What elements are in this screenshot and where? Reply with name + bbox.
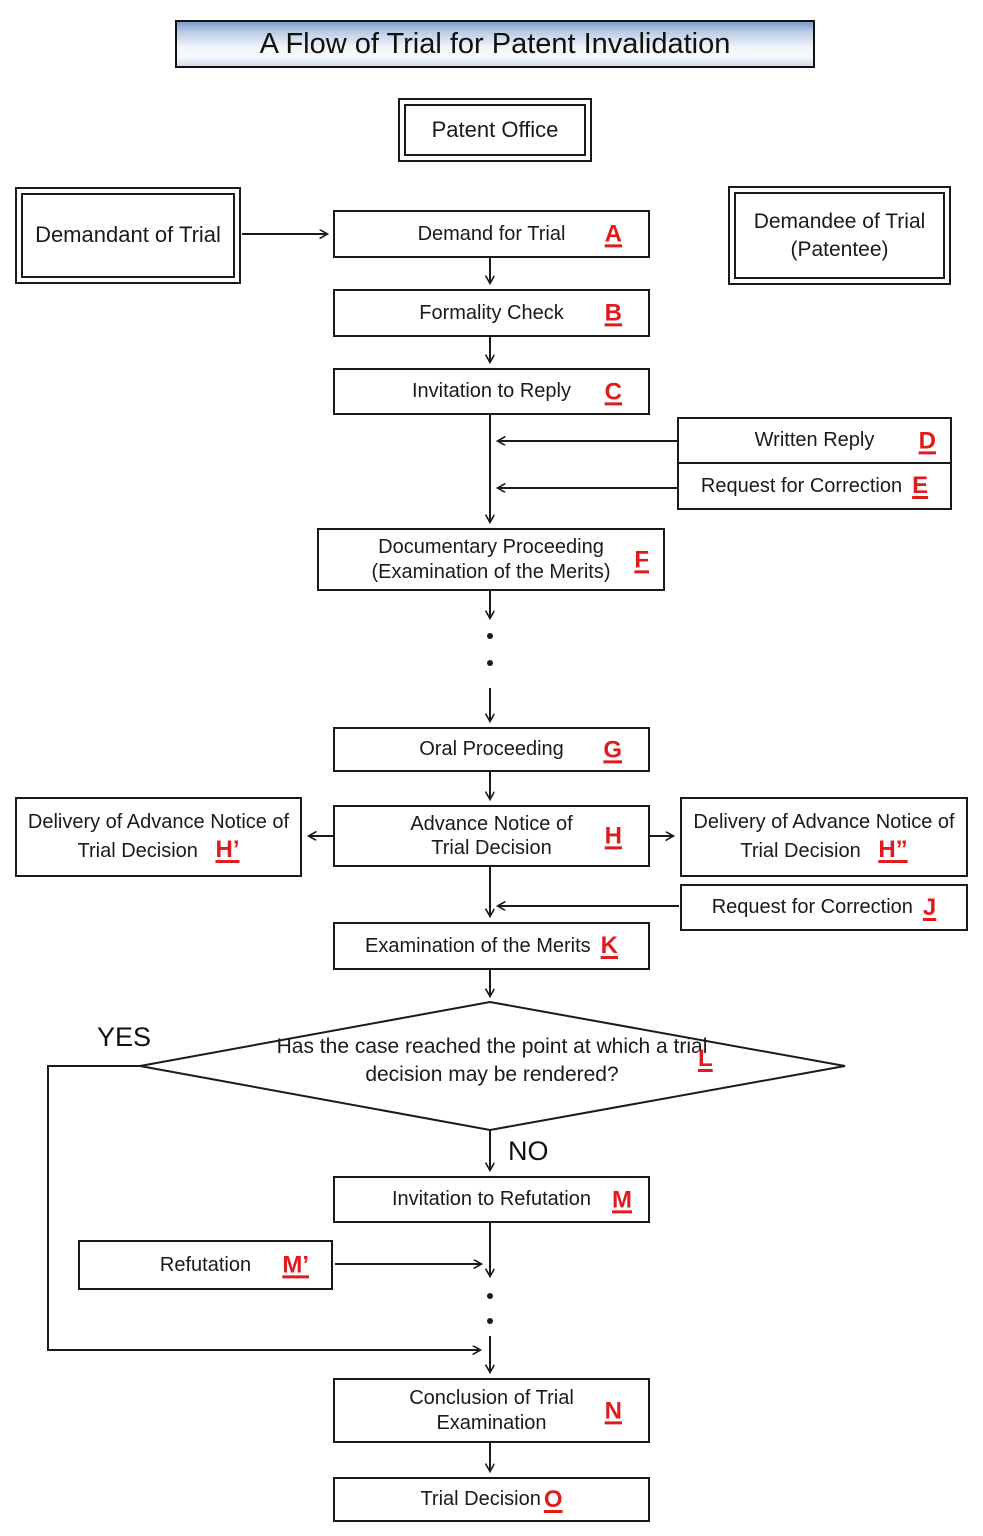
demandee-label-line2: (Patentee) xyxy=(790,237,889,261)
demandant-box: Demandant of Trial xyxy=(15,187,241,284)
node-examination-of-merits: Examination of the Merits K xyxy=(333,922,650,970)
demandee-inner: Demandee of Trial (Patentee) xyxy=(734,192,945,279)
node-trial-decision-letter: O xyxy=(543,1485,563,1513)
node-invitation-to-refutation: Invitation to Refutation M xyxy=(333,1176,650,1223)
node-refutation: Refutation M’ xyxy=(78,1240,333,1290)
node-conclusion-label: Conclusion of Trial Examination xyxy=(409,1387,574,1434)
node-invitation-to-refutation-letter: M xyxy=(612,1185,632,1213)
node-trial-decision-label: Trial Decision xyxy=(420,1488,541,1511)
node-examination-of-merits-letter: K xyxy=(600,932,618,960)
node-refutation-label: Refutation xyxy=(159,1253,252,1276)
node-invitation-to-reply-label: Invitation to Reply xyxy=(412,380,571,403)
node-advance-notice-letter: H xyxy=(604,822,622,850)
node-conclusion-of-trial-examination: Conclusion of Trial Examination N xyxy=(333,1378,650,1443)
diagram-title-text: A Flow of Trial for Patent Invalidation xyxy=(259,27,731,60)
node-request-for-correction-j: Request for Correction J xyxy=(680,884,968,931)
node-delivery-advance-notice-right: Delivery of Advance Notice of Trial Deci… xyxy=(680,797,968,877)
node-advance-notice: Advance Notice of Trial Decision H xyxy=(333,805,650,867)
node-written-reply: Written Reply D xyxy=(677,417,952,464)
node-delivery-advance-notice-left-label: Delivery of Advance Notice of Trial Deci… xyxy=(27,811,290,862)
node-invitation-to-reply: Invitation to Reply C xyxy=(333,368,650,415)
patent-office-label: Patent Office xyxy=(431,116,559,142)
node-documentary-proceeding-letter: F xyxy=(634,545,649,573)
node-examination-of-merits-label: Examination of the Merits xyxy=(365,934,591,957)
node-request-for-correction-j-letter: J xyxy=(922,893,937,921)
node-documentary-proceeding-label: Documentary Proceeding (Examination of t… xyxy=(371,536,611,583)
node-delivery-advance-notice-left-letter: H’ xyxy=(215,835,240,863)
node-delivery-advance-notice-right-text: Delivery of Advance Notice of Trial Deci… xyxy=(693,810,955,864)
patent-office-inner: Patent Office xyxy=(404,104,586,156)
node-documentary-proceeding: Documentary Proceeding (Examination of t… xyxy=(317,528,665,591)
node-request-for-correction-e-letter: E xyxy=(912,472,929,500)
demandee-label-line1: Demandee of Trial xyxy=(753,210,926,234)
node-formality-check-letter: B xyxy=(604,299,622,327)
node-conclusion-letter: N xyxy=(604,1396,622,1424)
branch-label-yes: YES xyxy=(97,1022,152,1052)
diagram-title: A Flow of Trial for Patent Invalidation xyxy=(175,20,815,68)
node-advance-notice-label: Advance Notice of Trial Decision xyxy=(410,812,573,859)
node-oral-proceeding-label: Oral Proceeding xyxy=(419,738,564,761)
node-request-for-correction-j-label: Request for Correction xyxy=(711,896,913,919)
node-trial-decision: Trial Decision O xyxy=(333,1477,650,1522)
node-oral-proceeding: Oral Proceeding G xyxy=(333,727,650,772)
node-invitation-to-refutation-label: Invitation to Refutation xyxy=(391,1188,591,1211)
decision-question-text: Has the case reached the point at which … xyxy=(276,1035,708,1087)
node-oral-proceeding-letter: G xyxy=(603,735,622,763)
node-delivery-advance-notice-right-letter: H” xyxy=(878,835,908,863)
node-request-for-correction-e-label: Request for Correction xyxy=(700,474,903,497)
node-request-for-correction-e: Request for Correction E xyxy=(677,462,952,510)
node-demand-for-trial-letter: A xyxy=(604,220,622,248)
node-delivery-advance-notice-right-label: Delivery of Advance Notice of Trial Deci… xyxy=(693,811,955,862)
node-written-reply-letter: D xyxy=(918,426,936,454)
node-written-reply-label: Written Reply xyxy=(754,429,875,452)
node-demand-for-trial: Demand for Trial A xyxy=(333,210,650,258)
decision-diamond-question: Has the case reached the point at which … xyxy=(272,1033,712,1090)
node-formality-check: Formality Check B xyxy=(333,289,650,337)
node-refutation-letter: M’ xyxy=(282,1251,309,1279)
node-delivery-advance-notice-left-text: Delivery of Advance Notice of Trial Deci… xyxy=(28,810,290,864)
demandant-inner: Demandant of Trial xyxy=(21,193,235,278)
demandant-label: Demandant of Trial xyxy=(35,222,221,248)
node-delivery-advance-notice-left: Delivery of Advance Notice of Trial Deci… xyxy=(15,797,302,877)
node-formality-check-label: Formality Check xyxy=(419,301,564,324)
decision-diamond-letter: L xyxy=(698,1045,713,1072)
branch-label-no: NO xyxy=(508,1136,549,1166)
node-demand-for-trial-label: Demand for Trial xyxy=(417,222,566,245)
patent-office-box: Patent Office xyxy=(398,98,592,162)
demandee-box: Demandee of Trial (Patentee) xyxy=(728,186,951,285)
node-invitation-to-reply-letter: C xyxy=(604,377,622,405)
